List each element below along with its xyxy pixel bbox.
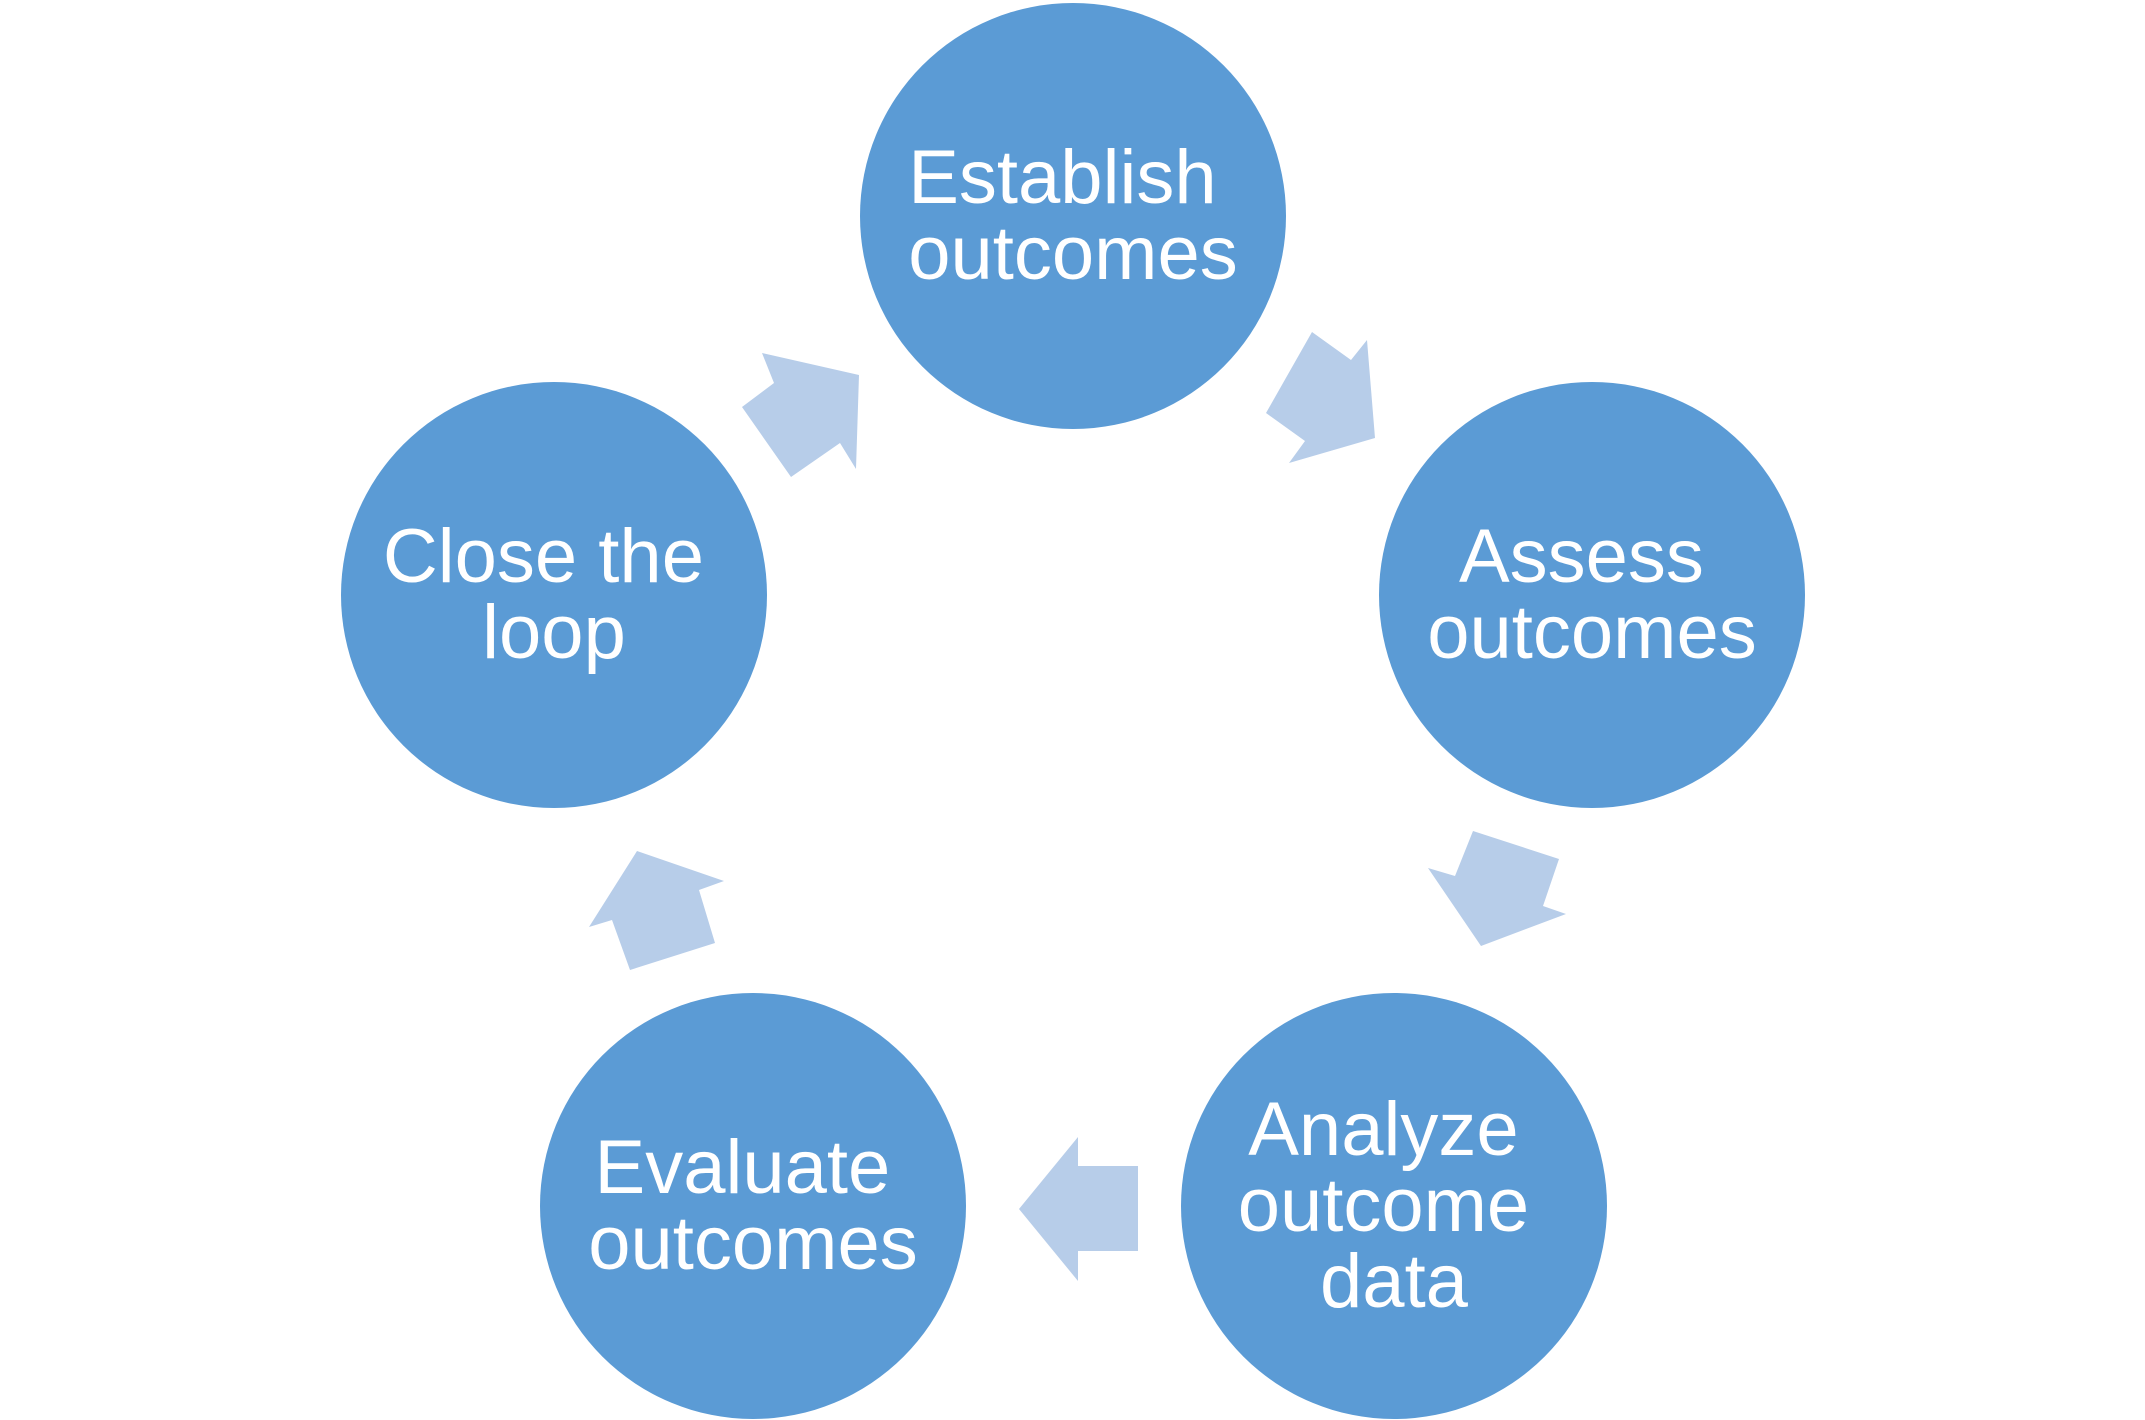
node-label: Evaluate outcomes (588, 1125, 918, 1286)
arrow-assess-to-analyze (1428, 831, 1566, 946)
arrows (589, 332, 1566, 1281)
node-circle (341, 382, 767, 808)
node-establish-outcomes: Establish outcomes (860, 3, 1286, 429)
node-analyze-outcome-data: Analyze outcome data (1181, 993, 1607, 1419)
arrow-establish-to-assess (1266, 332, 1375, 463)
node-close-the-loop: Close the loop (341, 382, 767, 808)
node-evaluate-outcomes: Evaluate outcomes (540, 993, 966, 1419)
node-circle (860, 3, 1286, 429)
arrow-close-to-establish (742, 353, 859, 477)
node-circle (1379, 382, 1805, 808)
arrow-analyze-to-evaluate (1019, 1137, 1138, 1281)
node-assess-outcomes: Assess outcomes (1379, 382, 1805, 808)
node-circle (1181, 993, 1607, 1419)
node-label: Analyze outcome data (1238, 1087, 1551, 1324)
arrow-evaluate-to-close (589, 851, 724, 970)
node-label: Establish outcomes (908, 135, 1238, 296)
node-circle (540, 993, 966, 1419)
node-label: Assess outcomes (1427, 514, 1757, 675)
node-label: Close the loop (383, 514, 725, 675)
